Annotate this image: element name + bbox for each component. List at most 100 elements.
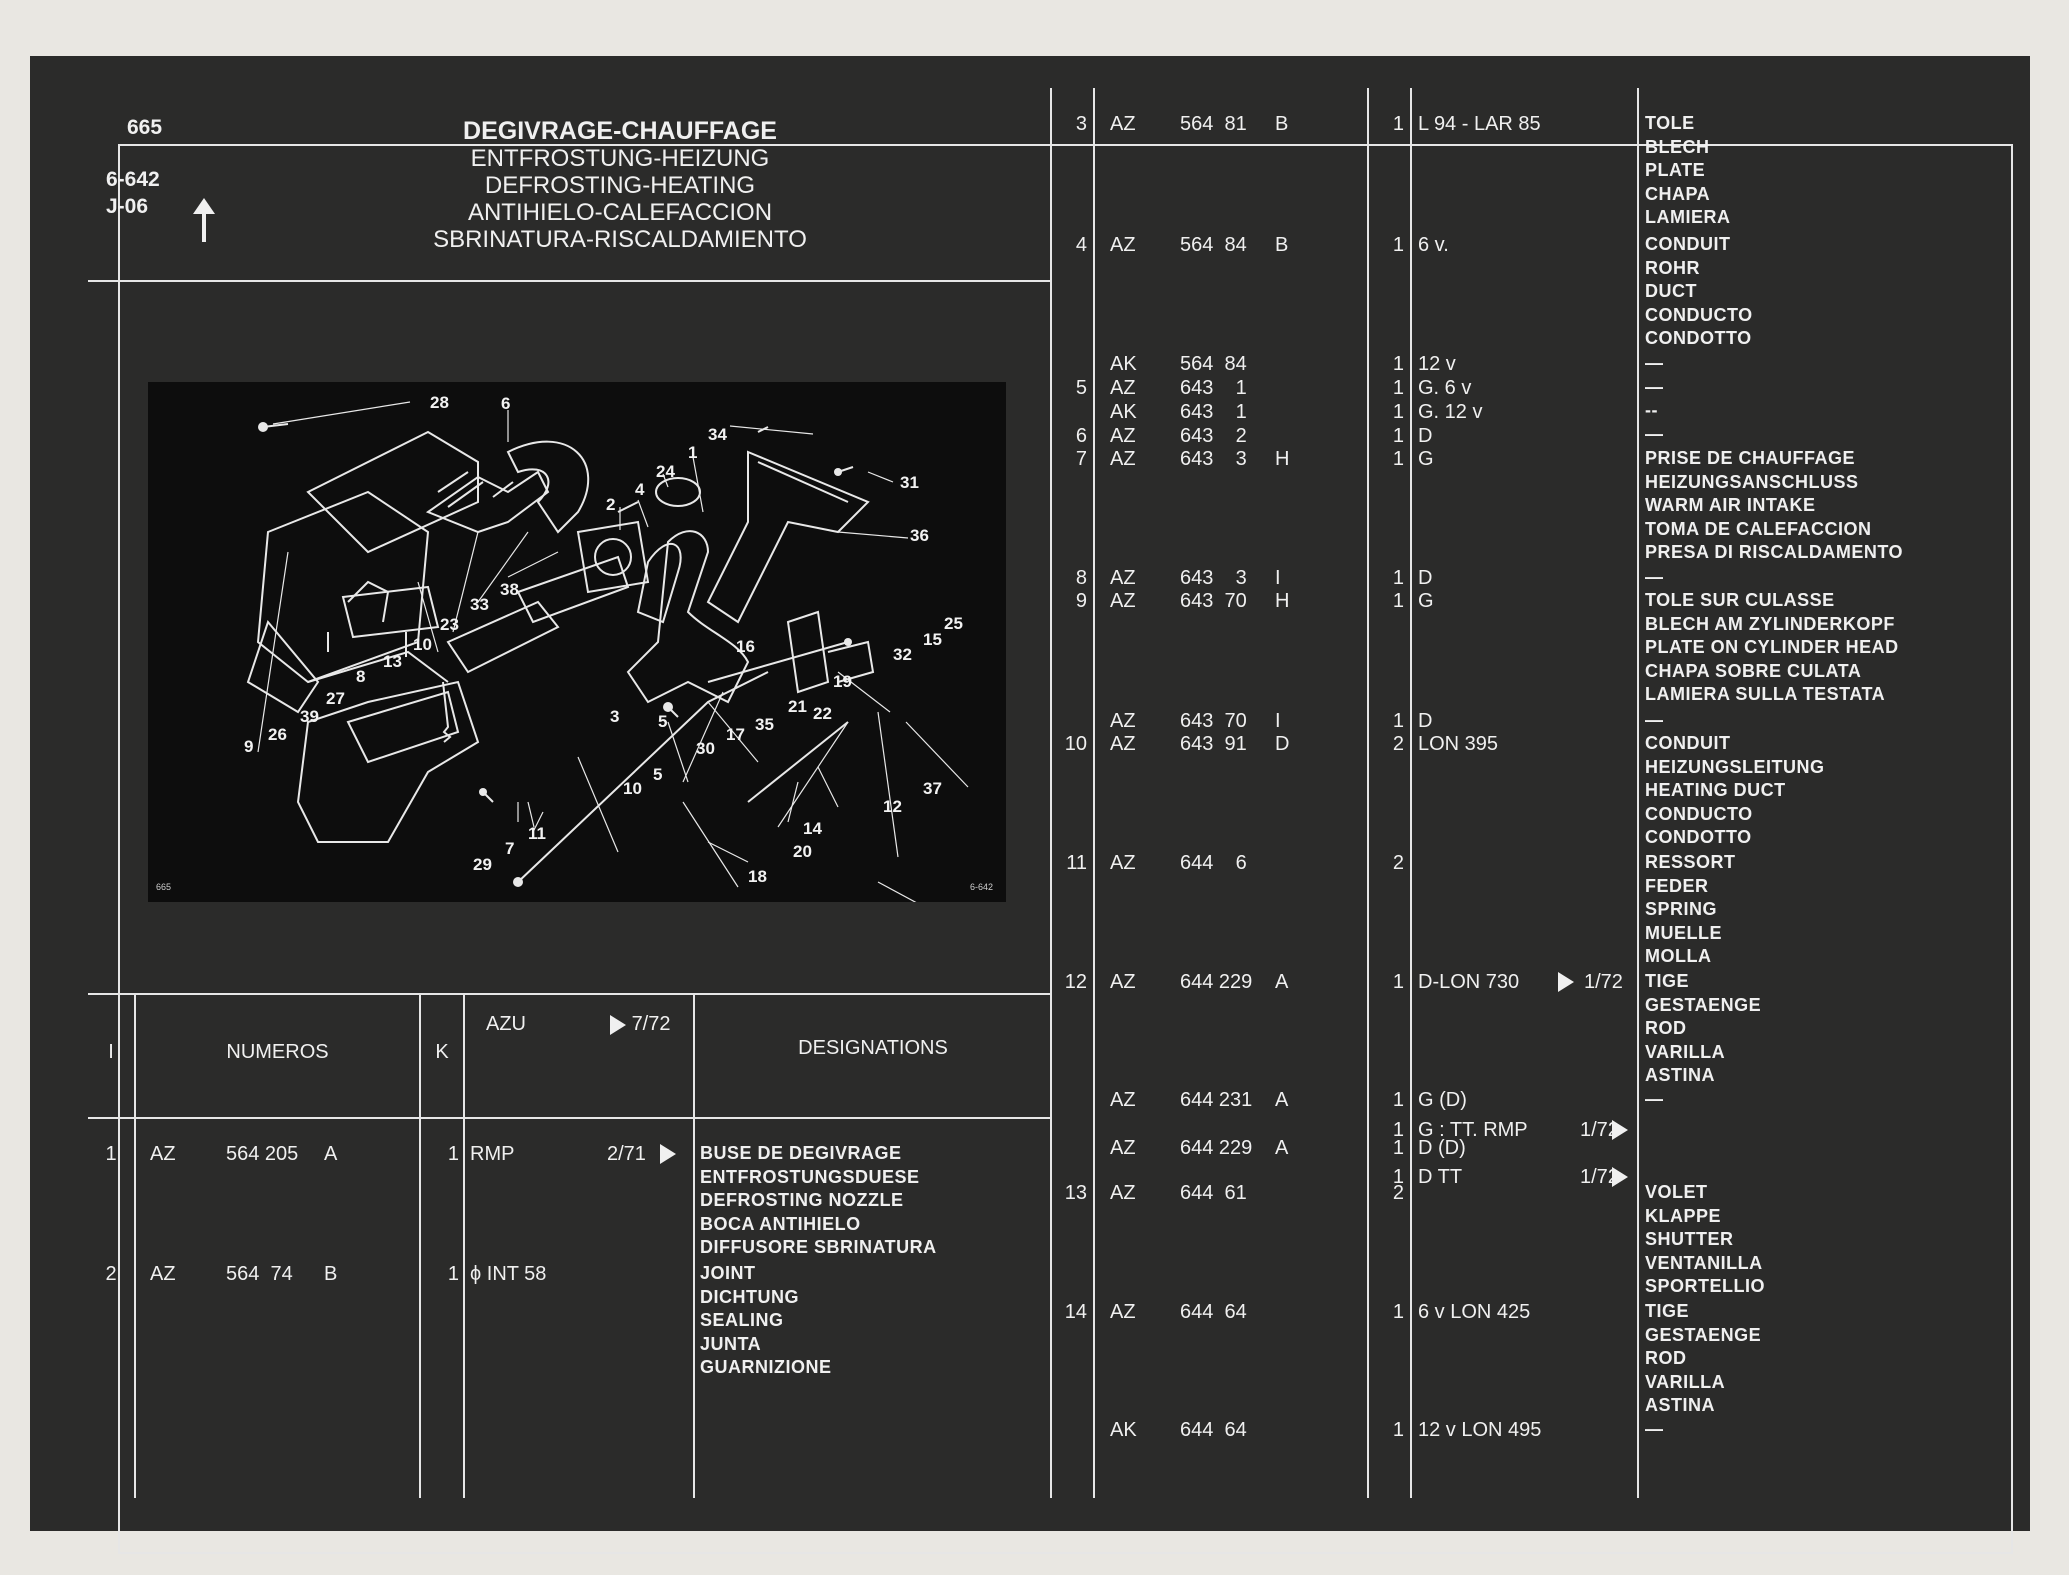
designation-translation: ASTINA bbox=[1645, 1065, 1715, 1086]
designation-translation: CONDUCTO bbox=[1645, 304, 1753, 325]
callout-32: 32 bbox=[893, 645, 912, 664]
play-arrow-icon bbox=[660, 1144, 676, 1164]
part-number: 644 6 bbox=[1180, 852, 1247, 874]
designation-translation: — bbox=[1645, 710, 1664, 730]
part-suffix: H bbox=[1275, 448, 1290, 470]
designation-translation: ASTINA bbox=[1645, 1395, 1715, 1416]
callout-19: 19 bbox=[833, 672, 852, 691]
part-number: 644 64 bbox=[1180, 1301, 1247, 1323]
part-prefix: AZ bbox=[1110, 1137, 1136, 1159]
callout-5: 5 bbox=[653, 765, 662, 784]
row-index: 8 bbox=[1075, 567, 1087, 589]
designation-title: TIGE bbox=[1645, 971, 1690, 991]
callout-11: 11 bbox=[528, 824, 546, 843]
hose-section bbox=[425, 470, 550, 534]
bend-duct bbox=[506, 440, 590, 534]
part-prefix: AZ bbox=[1110, 234, 1136, 256]
col-header-numeros: NUMEROS bbox=[226, 1041, 329, 1063]
designation-title: VOLET bbox=[1645, 1182, 1708, 1202]
designation-translation: — bbox=[1645, 567, 1664, 587]
quantity: 1 bbox=[1392, 710, 1404, 732]
part-prefix: AK bbox=[1110, 353, 1137, 375]
designation-translation: SPORTELLIO bbox=[1645, 1276, 1766, 1297]
ref-code-1: 6-642 bbox=[106, 168, 160, 191]
row-index: 12 bbox=[1064, 971, 1087, 993]
part-number: 643 3 bbox=[1180, 448, 1247, 470]
quantity: 1 bbox=[1392, 234, 1404, 256]
spring bbox=[442, 681, 452, 743]
designation-translation: HEIZUNGSANSCHLUSS bbox=[1645, 471, 1859, 492]
callout-4: 4 bbox=[635, 480, 645, 499]
bracket bbox=[786, 610, 830, 694]
designation-translation: SEALING bbox=[700, 1310, 784, 1331]
designation-translation: CONDUCTO bbox=[1645, 803, 1753, 824]
callout-10b: 10 bbox=[623, 779, 642, 798]
part-number: 564 84 bbox=[1180, 353, 1247, 375]
gasket bbox=[576, 520, 650, 594]
callout-15: 15 bbox=[923, 630, 942, 649]
col-header-i: I bbox=[108, 1041, 114, 1063]
designation-translation: DICHTUNG bbox=[700, 1286, 799, 1307]
callout-30: 30 bbox=[696, 739, 715, 758]
designation-title: TOLE bbox=[1645, 113, 1695, 133]
divider-diagram-bottom bbox=[88, 993, 1051, 995]
part-number: 564 81 bbox=[1180, 113, 1247, 135]
callout-14: 14 bbox=[803, 819, 822, 838]
part-prefix: AZ bbox=[150, 1143, 176, 1165]
ref-code-2: J-06 bbox=[106, 195, 149, 218]
designation-translation: BLECH bbox=[1645, 136, 1710, 157]
part-number: 644 229 bbox=[1180, 1137, 1253, 1159]
title-de: ENTFROSTUNG-HEIZUNG bbox=[470, 145, 770, 172]
row-index: 9 bbox=[1075, 590, 1087, 612]
part-number: 643 70 bbox=[1180, 590, 1247, 612]
quantity: 2 bbox=[1392, 852, 1404, 874]
part-prefix: AZ bbox=[1110, 567, 1136, 589]
row-index: 6 bbox=[1075, 425, 1087, 447]
hose-10a bbox=[446, 600, 560, 674]
applicability: RMP bbox=[470, 1143, 515, 1165]
row-index: 10 bbox=[1064, 733, 1087, 755]
part-number: 643 91 bbox=[1180, 733, 1247, 755]
designation-translation: — bbox=[1645, 1419, 1664, 1439]
applicability: G bbox=[1418, 448, 1434, 470]
designation-title: CONDUIT bbox=[1645, 733, 1731, 753]
part-number: 643 3 bbox=[1180, 567, 1247, 589]
divider-right-col-azu bbox=[1637, 88, 1639, 1498]
designation-translation: — bbox=[1645, 376, 1664, 397]
designation-translation: CONDOTTO bbox=[1645, 827, 1752, 848]
rod-14 bbox=[747, 721, 849, 803]
part-number: 644 229 bbox=[1180, 971, 1253, 993]
applicability: G : TT. RMP bbox=[1418, 1119, 1528, 1141]
designation-translation: CONDOTTO bbox=[1645, 328, 1752, 349]
callout-24: 24 bbox=[656, 462, 675, 481]
col-header-azu-date: 7/72 bbox=[610, 1012, 671, 1036]
designation-translation: CHAPA SOBRE CULATA bbox=[1645, 660, 1862, 681]
callout-13: 13 bbox=[383, 652, 402, 671]
callout-35: 35 bbox=[755, 715, 774, 734]
designation-translation: ROD bbox=[1645, 1018, 1687, 1039]
quantity: 1 bbox=[447, 1263, 459, 1285]
quantity: 1 bbox=[1392, 971, 1404, 993]
callout-3: 3 bbox=[610, 707, 619, 726]
part-prefix: AZ bbox=[1110, 1182, 1136, 1204]
y-pipe bbox=[626, 530, 750, 704]
designation-title: RESSORT bbox=[1645, 852, 1736, 872]
designation-translation: DIFFUSORE SBRINATURA bbox=[700, 1237, 937, 1258]
callout-6: 6 bbox=[501, 394, 510, 413]
applicability: LON 395 bbox=[1418, 733, 1499, 755]
part-prefix: AZ bbox=[1110, 710, 1136, 732]
housing-lower bbox=[296, 680, 480, 843]
part-suffix: A bbox=[324, 1143, 338, 1165]
designation-translation: LAMIERA bbox=[1645, 207, 1731, 228]
callout-9: 9 bbox=[244, 737, 253, 756]
part-number: 643 70 bbox=[1180, 710, 1247, 732]
part-prefix: AZ bbox=[1110, 733, 1136, 755]
col-header-k: K bbox=[435, 1041, 449, 1063]
part-suffix: H bbox=[1275, 590, 1290, 612]
part-suffix: I bbox=[1275, 710, 1281, 732]
designation-translation: MUELLE bbox=[1645, 922, 1722, 943]
divider-left-col-azu bbox=[693, 993, 695, 1498]
designation-translation: VENTANILLA bbox=[1645, 1252, 1763, 1273]
callout-1: 1 bbox=[688, 443, 697, 462]
part-suffix: A bbox=[1275, 1089, 1289, 1111]
